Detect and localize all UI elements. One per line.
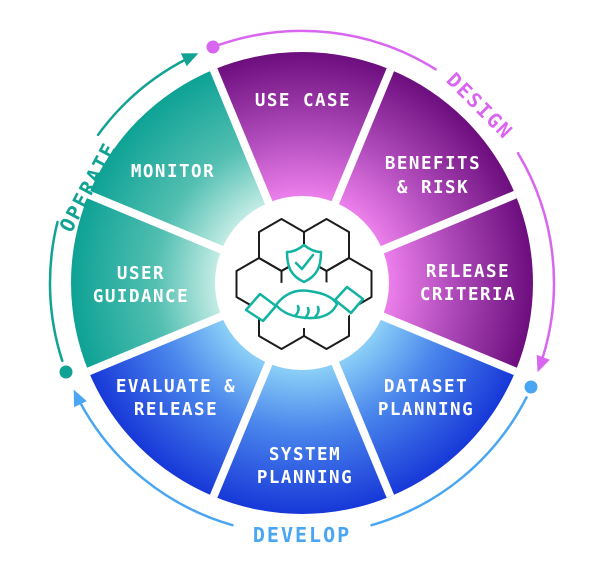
design-arc-segment-1 bbox=[218, 29, 437, 71]
segment-evaluate-release-label-line1: EVALUATE & bbox=[116, 377, 236, 397]
segment-system-planning-wedge bbox=[213, 283, 391, 514]
segment-evaluate-release-label-line2: RELEASE bbox=[134, 400, 218, 420]
phase-label-develop: DEVELOP bbox=[253, 523, 351, 547]
segment-use-case-label: USE CASE bbox=[255, 91, 351, 111]
shield-check-icon bbox=[285, 243, 323, 284]
segment-monitor-label: MONITOR bbox=[131, 162, 215, 182]
phase-arcs bbox=[48, 29, 556, 527]
segment-labels: USE CASE BENEFITS & RISK RELEASE CRITERI… bbox=[93, 91, 516, 488]
develop-arc-segment-1 bbox=[370, 396, 528, 527]
segment-release-criteria-label-line1: RELEASE bbox=[426, 262, 510, 282]
operate-arc-segment-2 bbox=[96, 57, 189, 137]
operate-arc-start-dot bbox=[59, 365, 73, 379]
segment-benefits-risk-label-line2: & RISK bbox=[397, 178, 469, 198]
segment-dataset-planning-label-line1: DATASET bbox=[384, 377, 468, 397]
segment-use-case-wedge bbox=[213, 52, 391, 284]
develop-arc-segment-2 bbox=[78, 400, 234, 527]
develop-arrowhead-icon bbox=[73, 389, 87, 408]
center-trust-icon bbox=[235, 218, 373, 350]
segment-benefits-risk-label-line1: BENEFITS bbox=[385, 154, 481, 174]
operate-arc-segment-1 bbox=[48, 220, 64, 363]
segment-system-planning-label-line2: PLANNING bbox=[257, 468, 353, 488]
segment-user-guidance-label-line2: GUIDANCE bbox=[93, 287, 189, 307]
segment-user-guidance-label-line1: USER bbox=[117, 264, 165, 284]
segment-user-guidance-wedge bbox=[71, 194, 302, 372]
operate-arrowhead-icon bbox=[180, 53, 199, 67]
design-arrowhead-icon bbox=[536, 354, 550, 373]
segment-release-criteria-label-line2: CRITERIA bbox=[420, 285, 516, 305]
segment-release-criteria-wedge bbox=[302, 194, 533, 372]
design-arc-start-dot bbox=[206, 40, 220, 54]
segment-dataset-planning-label-line2: PLANNING bbox=[378, 400, 474, 420]
develop-arc-start-dot bbox=[524, 380, 538, 394]
segment-system-planning-label-line1: SYSTEM bbox=[269, 445, 341, 465]
handshake-icon bbox=[244, 285, 365, 323]
design-arc-segment-2 bbox=[516, 151, 556, 361]
